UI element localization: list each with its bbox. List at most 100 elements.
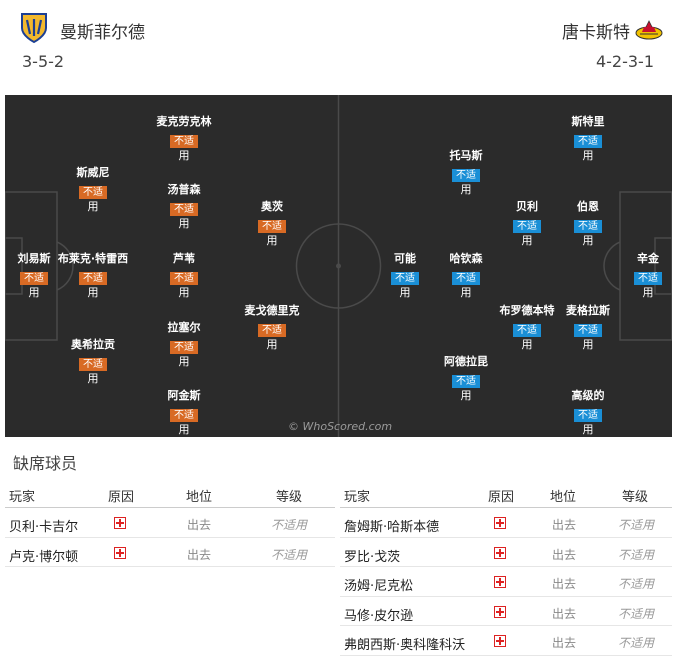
header-rating: 等级 (622, 490, 649, 505)
player-status-badge: 不适 (170, 341, 198, 354)
missing-player-name[interactable]: 卢克·博尔顿 (9, 549, 79, 565)
away-team-name[interactable]: 唐卡斯特 (562, 23, 630, 43)
away-player[interactable]: 斯特里 不适 用 (538, 115, 638, 162)
player-usage: 用 (399, 286, 411, 299)
missing-position: 出去 (552, 606, 577, 621)
table-row[interactable]: 詹姆斯·哈斯本德 出去 不适用 (340, 508, 672, 538)
away-player[interactable]: 贝利 不适 用 (477, 200, 577, 247)
table-row[interactable]: 卢克·博尔顿 出去 不适用 (5, 538, 335, 567)
player-status-badge: 不适 (634, 272, 662, 285)
match-header: 曼斯菲尔德 3-5-2 唐卡斯特 4-2-3-1 (0, 0, 674, 88)
player-name: 布罗德本特 (499, 304, 555, 317)
table-row[interactable]: 贝利·卡吉尔 出去 不适用 (5, 508, 335, 538)
home-missing-table: 玩家 原因 地位 等级 贝利·卡吉尔 出去 不适用 卢克·博尔顿 出去 不适用 (5, 478, 335, 567)
header-position: 地位 (186, 490, 213, 505)
missing-rating: 不适用 (618, 606, 655, 621)
player-status-badge: 不适 (79, 186, 107, 199)
player-status-badge: 不适 (574, 409, 602, 422)
player-status-badge: 不适 (258, 324, 286, 337)
missing-player-name[interactable]: 汤姆·尼克松 (344, 579, 414, 594)
missing-player-name[interactable]: 马修·皮尔逊 (344, 608, 414, 624)
player-usage: 用 (582, 338, 594, 351)
missing-rating: 不适用 (271, 518, 308, 532)
header-reason: 原因 (108, 490, 135, 505)
player-status-badge: 不适 (513, 220, 541, 233)
away-missing-table: 玩家 原因 地位 等级 詹姆斯·哈斯本德 出去 不适用 罗比·戈茨 出去 不适用… (340, 478, 672, 656)
home-player[interactable]: 奥希拉贡 不适 用 (43, 338, 143, 385)
table-row[interactable]: 汤姆·尼克松 出去 不适用 (340, 567, 672, 597)
missing-rating: 不适用 (618, 577, 655, 591)
player-usage: 用 (460, 286, 472, 299)
player-status-badge: 不适 (574, 324, 602, 337)
player-status-badge: 不适 (574, 220, 602, 233)
injury-icon (494, 605, 506, 618)
player-name: 麦格拉斯 (566, 304, 610, 317)
player-usage: 用 (178, 423, 190, 436)
home-player[interactable]: 芦苇 不适 用 (134, 252, 234, 299)
home-player[interactable]: 刘易斯 不适 用 (5, 252, 84, 299)
missing-position: 出去 (552, 577, 577, 591)
home-player[interactable]: 麦戈德里克 不适 用 (222, 304, 322, 351)
player-usage: 用 (582, 234, 594, 247)
pitch: 刘易斯 不适 用 斯威尼 不适 用 布莱克·特雷西 不适 用 奥希拉贡 不适 用… (5, 95, 672, 437)
player-usage: 用 (28, 286, 40, 299)
player-name: 斯威尼 (76, 166, 110, 179)
home-player[interactable]: 拉塞尔 不适 用 (134, 321, 234, 368)
home-player[interactable]: 麦克劳克林 不适 用 (134, 115, 234, 162)
away-player[interactable]: 辛金 不适 用 (598, 252, 672, 299)
missing-position: 出去 (187, 547, 212, 562)
away-player[interactable]: 托马斯 不适 用 (416, 149, 516, 196)
home-team-name[interactable]: 曼斯菲尔德 (60, 23, 145, 43)
missing-rating: 不适用 (618, 636, 655, 650)
player-usage: 用 (460, 183, 472, 196)
player-usage: 用 (87, 200, 99, 213)
missing-rating: 不适用 (618, 518, 655, 532)
table-row[interactable]: 马修·皮尔逊 出去 不适用 (340, 597, 672, 626)
player-status-badge: 不适 (452, 169, 480, 182)
away-player[interactable]: 哈钦森 不适 用 (416, 252, 516, 299)
player-name: 奥希拉贡 (71, 338, 115, 351)
player-name: 芦苇 (173, 252, 195, 265)
header-position: 地位 (550, 490, 577, 505)
home-player[interactable]: 奥茨 不适 用 (222, 200, 322, 247)
table-row[interactable]: 弗朗西斯·奥科隆科沃 出去 不适用 (340, 626, 672, 656)
player-name: 麦克劳克林 (156, 115, 212, 128)
injury-icon (494, 517, 506, 529)
player-usage: 用 (266, 234, 278, 247)
home-player[interactable]: 阿金斯 不适 用 (134, 389, 234, 436)
player-usage: 用 (178, 149, 190, 162)
home-player[interactable]: 布莱克·特雷西 不适 用 (43, 252, 143, 299)
player-name: 拉塞尔 (167, 321, 201, 334)
missing-player-name[interactable]: 罗比·戈茨 (344, 549, 401, 565)
table-header: 玩家 原因 地位 等级 (5, 478, 335, 508)
home-player[interactable]: 汤普森 不适 用 (134, 183, 234, 230)
player-name: 汤普森 (167, 183, 201, 196)
missing-player-name[interactable]: 弗朗西斯·奥科隆科沃 (344, 638, 466, 653)
player-name: 伯恩 (577, 200, 599, 213)
injury-icon (494, 576, 506, 588)
player-usage: 用 (582, 423, 594, 436)
away-player[interactable]: 布罗德本特 不适 用 (477, 304, 577, 351)
table-row[interactable]: 罗比·戈茨 出去 不适用 (340, 538, 672, 567)
missing-player-name[interactable]: 詹姆斯·哈斯本德 (344, 520, 440, 535)
player-name: 可能 (394, 252, 416, 265)
watermark: © WhoScored.com (288, 420, 393, 433)
player-status-badge: 不适 (574, 135, 602, 148)
home-team-crest-icon[interactable] (20, 12, 48, 48)
home-player[interactable]: 斯威尼 不适 用 (43, 166, 143, 213)
away-player[interactable]: 麦格拉斯 不适 用 (538, 304, 638, 351)
away-player[interactable]: 伯恩 不适 用 (538, 200, 638, 247)
away-player[interactable]: 阿德拉昆 不适 用 (416, 355, 516, 402)
away-player[interactable]: 可能 不适 用 (355, 252, 455, 299)
player-usage: 用 (460, 389, 472, 402)
away-player[interactable]: 高级的 不适 用 (538, 389, 638, 436)
header-rating: 等级 (276, 490, 303, 505)
player-name: 斯特里 (571, 115, 605, 128)
header-player: 玩家 (9, 490, 36, 505)
missing-player-name[interactable]: 贝利·卡吉尔 (9, 520, 79, 535)
header-reason: 原因 (488, 490, 515, 505)
away-team-crest-icon[interactable] (634, 18, 664, 44)
player-usage: 用 (266, 338, 278, 351)
missing-rating: 不适用 (271, 547, 308, 562)
missing-rating: 不适用 (618, 547, 655, 562)
